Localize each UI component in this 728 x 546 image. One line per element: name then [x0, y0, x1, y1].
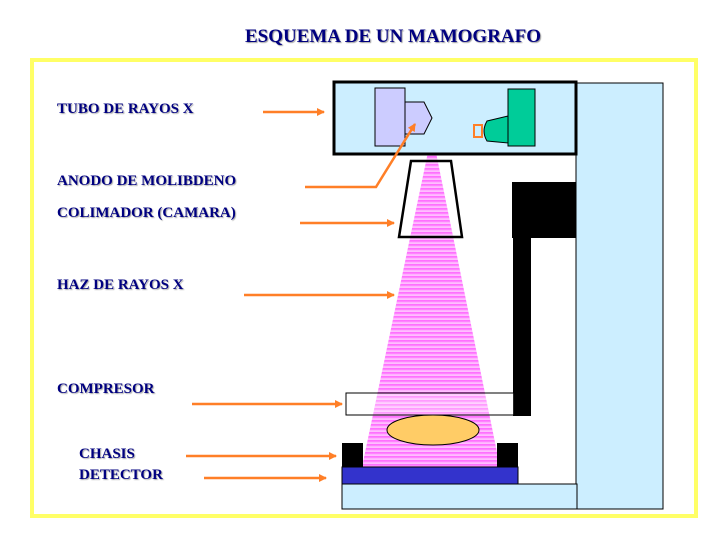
compressor-arm-block [512, 182, 576, 238]
diagram-frame [30, 58, 698, 518]
compressor-arm-rod [513, 236, 531, 416]
compressor-paddle [345, 392, 515, 416]
chassis-left [342, 443, 363, 468]
cathode-block [507, 88, 536, 147]
label-tubo-rayos-x: TUBO DE RAYOS X [57, 101, 194, 117]
base-platform [341, 483, 578, 510]
label-chasis: CHASIS [79, 446, 135, 462]
label-anodo-molibdeno: ANODO DE MOLIBDENO [57, 173, 237, 189]
label-detector: DETECTOR [79, 467, 163, 483]
diagram-title: ESQUEMA DE UN MAMOGRAFO [244, 26, 542, 47]
label-compresor: COMPRESOR [57, 381, 155, 397]
chassis-right [497, 443, 518, 468]
detector-plate [341, 466, 519, 485]
cathode-cup [483, 115, 509, 144]
xray-beam [362, 133, 500, 467]
cathode-filament [473, 124, 483, 138]
support-column [575, 82, 664, 510]
collimator [397, 159, 464, 239]
anode-block [374, 87, 406, 147]
breast-tissue [386, 414, 480, 446]
label-haz-rayos-x: HAZ DE RAYOS X [57, 277, 184, 293]
arrow-anodo [305, 123, 417, 189]
xray-tube-housing [332, 80, 578, 156]
label-colimador: COLIMADOR (CAMARA) [57, 205, 236, 221]
